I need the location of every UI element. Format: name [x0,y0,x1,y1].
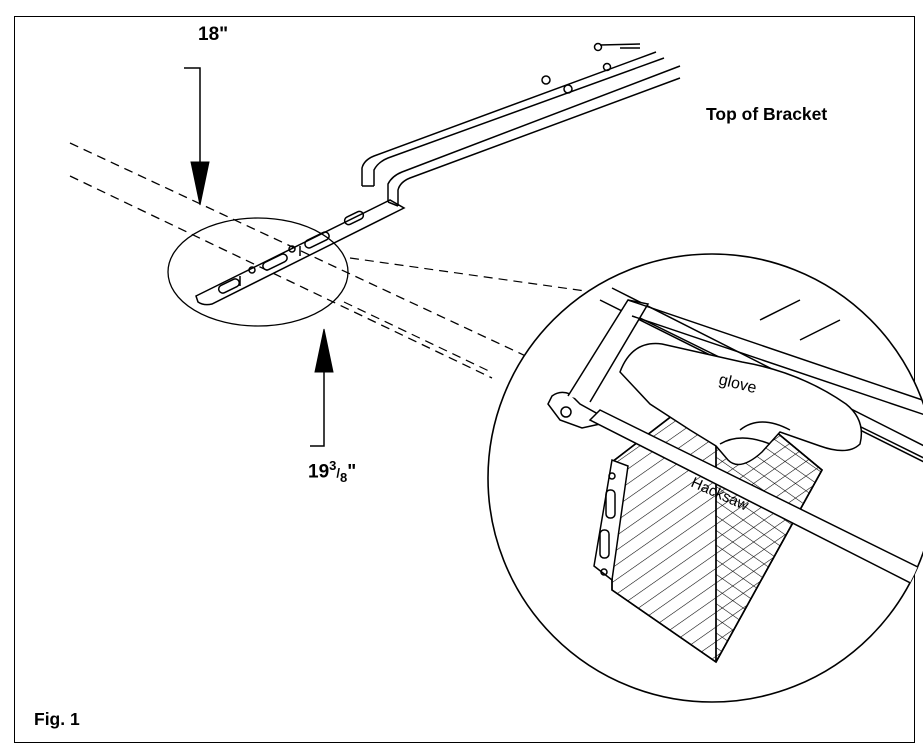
measurement-19-3-8-label: 193/8" [308,458,356,485]
top-of-bracket-label: Top of Bracket [706,104,828,124]
measurement-19-denominator: 8 [340,470,348,486]
cut-lines [69,142,531,379]
arrow-18 [184,67,210,206]
measurement-18-label: 18" [198,24,229,45]
cut-line-18 [69,142,531,359]
zoom-connectors [343,257,629,373]
figure-caption: Fig. 1 [34,709,80,729]
cut-line-19 [69,175,493,379]
detail-circle [167,217,349,327]
measurement-19-slash: / [336,465,340,481]
arrow-19-3-8 [310,328,334,447]
measurement-19-whole: 19 [308,461,330,483]
measurement-19-inch-mark: " [347,461,357,483]
measurement-19-numerator: 3 [329,458,337,473]
bracket-drawing [195,42,681,306]
zoom-circle [487,253,923,703]
